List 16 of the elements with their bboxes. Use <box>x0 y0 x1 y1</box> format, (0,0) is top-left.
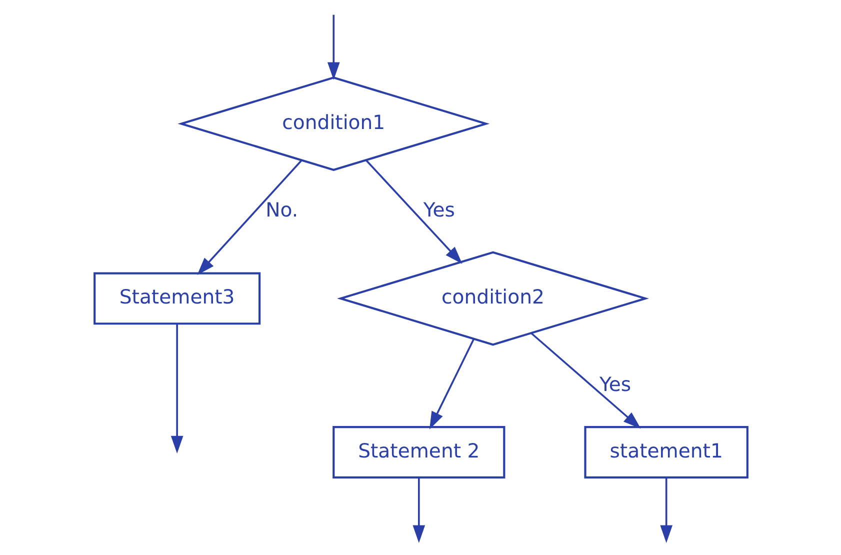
arrow <box>412 478 425 543</box>
arrow <box>196 160 302 275</box>
edge-label: Yes <box>599 373 631 396</box>
arrow <box>660 478 672 543</box>
node-diamond: condition2 <box>336 251 648 346</box>
arrow <box>365 160 462 264</box>
node-box: statement1 <box>584 426 748 478</box>
edge-label: No. <box>265 198 298 222</box>
arrow <box>170 324 183 454</box>
arrow <box>428 338 474 430</box>
node-diamond: condition1 <box>177 76 490 171</box>
edge-label: Yes <box>422 198 454 222</box>
node-box: Statement 2 <box>332 426 505 478</box>
arrow <box>326 14 340 80</box>
node-box: Statement3 <box>93 272 260 325</box>
arrow <box>530 332 640 429</box>
